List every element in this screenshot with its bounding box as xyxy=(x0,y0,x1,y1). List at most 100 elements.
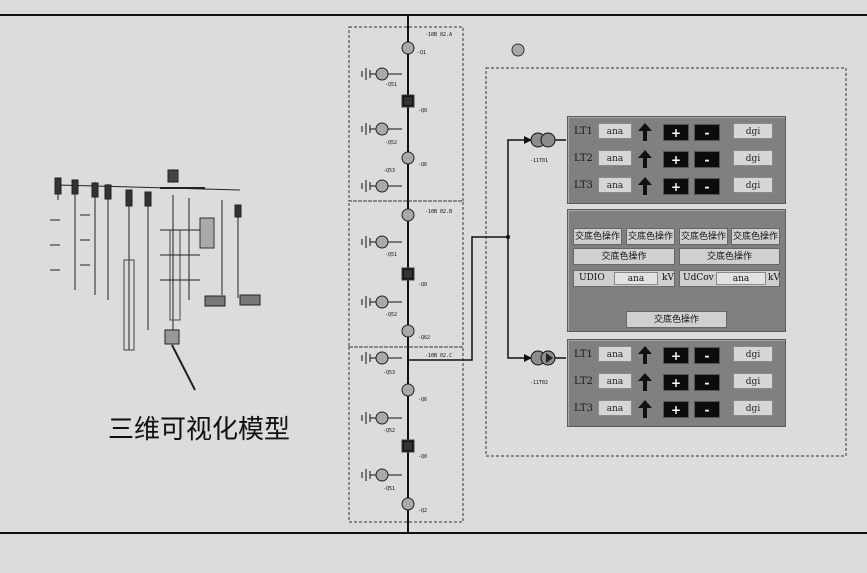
3d-model-drawing xyxy=(50,169,261,391)
earth-switch-q52b[interactable] xyxy=(361,295,402,309)
lt-panel-top: LT1 ana + - dgi LT2 ana + - dgi LT3 ana … xyxy=(567,116,786,204)
earth-switch-q51c[interactable] xyxy=(361,468,402,482)
wide-mode-button-2[interactable]: 交底色操作 xyxy=(679,248,780,265)
lt-row: LT3 ana + - dgi xyxy=(568,177,785,197)
ana-field: ana xyxy=(598,346,632,362)
ana-field: ana xyxy=(598,150,632,166)
ana-field: ana xyxy=(598,400,632,416)
ana-field: ana xyxy=(598,123,632,139)
earth-switch-q53a[interactable] xyxy=(361,179,402,193)
lt-row: LT2 ana + - dgi xyxy=(568,373,785,393)
lt-row: LT1 ana + - dgi xyxy=(568,346,785,366)
minus-button[interactable]: - xyxy=(694,178,720,195)
measure-value: ana xyxy=(716,272,766,285)
minus-button[interactable]: - xyxy=(694,374,720,391)
node-label: -Q6 xyxy=(418,162,427,168)
minus-button[interactable]: - xyxy=(694,347,720,364)
breaker-circle-q2[interactable] xyxy=(401,497,415,511)
node-label: -Q52 xyxy=(383,428,395,434)
plus-button[interactable]: + xyxy=(663,374,689,391)
earth-switch-q51b[interactable] xyxy=(361,235,402,249)
transformer-label-2: -11T02 xyxy=(530,380,548,386)
node-label: -Q0 xyxy=(418,454,427,460)
status-indicator xyxy=(511,43,525,57)
node-label: -Q2 xyxy=(418,508,427,514)
node-label: -Q0 xyxy=(418,108,427,114)
lt-row-label: LT2 xyxy=(574,153,593,164)
measure-udcov: UdCov ana kV xyxy=(679,270,780,287)
breaker-circle-q1[interactable] xyxy=(401,41,415,55)
measure-label: UDIO xyxy=(579,273,605,283)
dgi-field: dgi xyxy=(733,400,773,416)
mode-button-3[interactable]: 交底色操作 xyxy=(679,228,728,245)
dgi-field: dgi xyxy=(733,177,773,193)
ana-field: ana xyxy=(598,177,632,193)
model-caption: 三维可视化模型 xyxy=(108,415,290,445)
earth-switch-q53c[interactable] xyxy=(361,351,402,365)
plus-button[interactable]: + xyxy=(663,124,689,141)
feeder-lines xyxy=(408,139,530,361)
breaker-circle-b-top[interactable] xyxy=(401,208,415,222)
arrow-up-icon[interactable] xyxy=(638,150,652,168)
section-tag-c: -10B 02.C xyxy=(425,353,452,359)
section-tag-b: -10B 02.B xyxy=(425,209,452,215)
arrow-up-icon[interactable] xyxy=(638,346,652,364)
transformer-label-1: -11T01 xyxy=(530,158,548,164)
measure-udio: UDIO ana kV xyxy=(573,270,675,287)
minus-button[interactable]: - xyxy=(694,151,720,168)
arrow-up-icon[interactable] xyxy=(638,123,652,141)
lt-row-label: LT3 xyxy=(574,180,593,191)
earth-switch-q52c[interactable] xyxy=(361,411,402,425)
node-label: -Q52 xyxy=(385,312,397,318)
minus-button[interactable]: - xyxy=(694,401,720,418)
plus-button[interactable]: + xyxy=(663,151,689,168)
measure-label: UdCov xyxy=(683,273,714,283)
node-label: -Q6 xyxy=(418,397,427,403)
ana-field: ana xyxy=(598,373,632,389)
lt-row-label: LT1 xyxy=(574,349,593,360)
transformer-11t01-icon[interactable] xyxy=(530,132,566,148)
callout-leader-line xyxy=(171,344,196,391)
node-label: -Q53 xyxy=(383,168,395,174)
plus-button[interactable]: + xyxy=(663,178,689,195)
node-label: -Q52 xyxy=(385,140,397,146)
earth-switch-q51a[interactable] xyxy=(361,67,402,81)
control-panel-middle: 交底色操作 交底色操作 交底色操作 交底色操作 交底色操作 交底色操作 UDIO… xyxy=(567,209,786,332)
earth-switch-q52a[interactable] xyxy=(361,122,402,136)
bus-section-c xyxy=(348,346,464,523)
bottom-mode-button[interactable]: 交底色操作 xyxy=(626,311,727,328)
wide-mode-button-1[interactable]: 交底色操作 xyxy=(573,248,675,265)
lt-row: LT3 ana + - dgi xyxy=(568,400,785,420)
arrow-up-icon[interactable] xyxy=(638,177,652,195)
node-label: -Q62 xyxy=(418,335,430,341)
lt-row-label: LT2 xyxy=(574,376,593,387)
node-label: -Q51 xyxy=(385,252,397,258)
measure-unit: kV xyxy=(768,273,780,283)
dgi-field: dgi xyxy=(733,150,773,166)
dgi-field: dgi xyxy=(733,346,773,362)
dgi-field: dgi xyxy=(733,373,773,389)
plus-button[interactable]: + xyxy=(663,401,689,418)
breaker-circle-q6c[interactable] xyxy=(401,383,415,397)
plus-button[interactable]: + xyxy=(663,347,689,364)
arrow-up-icon[interactable] xyxy=(638,400,652,418)
mode-button-4[interactable]: 交底色操作 xyxy=(731,228,780,245)
dgi-field: dgi xyxy=(733,123,773,139)
lt-row-label: LT1 xyxy=(574,126,593,137)
control-area-frame xyxy=(485,67,847,457)
section-tag-a: -10B 02.A xyxy=(425,32,452,38)
transformer-11t02-icon[interactable] xyxy=(530,350,566,366)
mode-button-2[interactable]: 交底色操作 xyxy=(626,228,675,245)
lt-row: LT2 ana + - dgi xyxy=(568,150,785,170)
node-label: -Q1 xyxy=(417,50,426,56)
mode-button-1[interactable]: 交底色操作 xyxy=(573,228,622,245)
lt-row-label: LT3 xyxy=(574,403,593,414)
minus-button[interactable]: - xyxy=(694,124,720,141)
breaker-circle-q6a[interactable] xyxy=(401,151,415,165)
breaker-circle-q62[interactable] xyxy=(401,324,415,338)
arrow-up-icon[interactable] xyxy=(638,373,652,391)
node-label: -Q51 xyxy=(385,82,397,88)
measure-value: ana xyxy=(614,272,658,285)
